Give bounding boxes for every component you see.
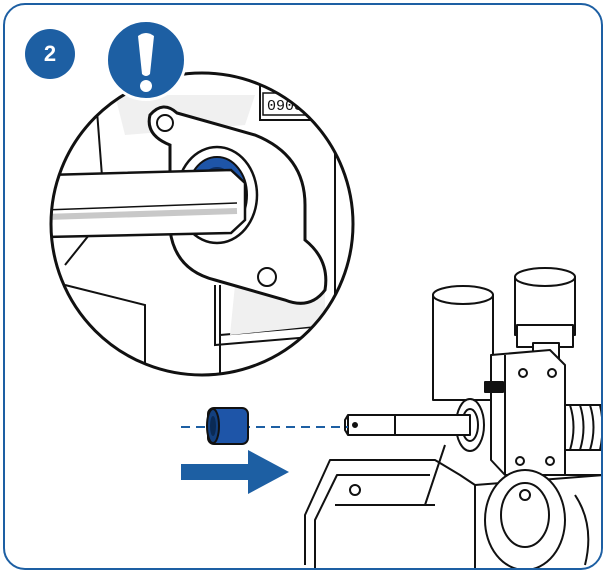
warning-badge bbox=[105, 19, 187, 101]
instruction-panel: 090315 2 bbox=[3, 3, 603, 570]
bushing-part bbox=[206, 407, 249, 445]
serial-plate-text: 090315 bbox=[267, 98, 321, 115]
detail-magnifier: 090315 bbox=[51, 73, 353, 375]
step-number-badge: 2 bbox=[25, 29, 75, 79]
exclamation-icon bbox=[138, 33, 154, 92]
machine-assembly bbox=[304, 267, 601, 568]
arrow-right-icon bbox=[181, 450, 289, 494]
assembly-illustration: 090315 bbox=[49, 71, 601, 568]
step-number: 2 bbox=[43, 41, 57, 66]
